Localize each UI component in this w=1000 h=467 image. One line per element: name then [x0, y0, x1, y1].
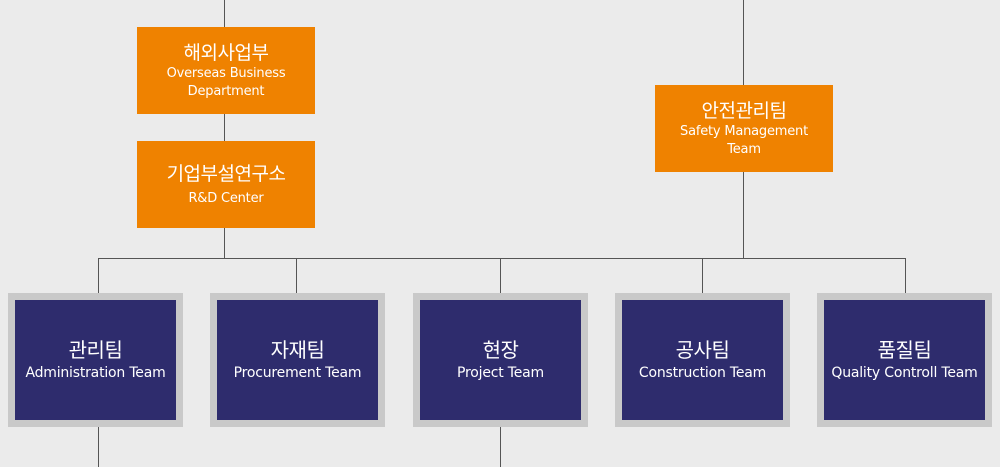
- safety-management-team-english-label-line2: Team: [727, 141, 761, 157]
- administration-team-korean-label: 관리팀: [68, 338, 123, 362]
- team-drop-line-5: [905, 258, 906, 294]
- construction-team-korean-label: 공사팀: [675, 338, 730, 362]
- procurement-team-english-label: Procurement Team: [233, 365, 362, 381]
- safety-management-team-english-label-line1: Safety Management: [680, 123, 808, 139]
- quality-control-team-box: 품질팀 Quality Controll Team: [817, 293, 992, 427]
- procurement-team-korean-label: 자재팀: [270, 338, 325, 362]
- overseas-business-department-english-label-line1: Overseas Business: [166, 65, 286, 81]
- quality-control-team-english-label: Quality Controll Team: [831, 365, 978, 381]
- project-team-english-label: Project Team: [457, 365, 544, 381]
- team-drop-line-2: [296, 258, 297, 294]
- quality-control-team-korean-label: 품질팀: [877, 338, 932, 362]
- project-team-korean-label: 현장: [482, 338, 519, 362]
- project-down-line: [500, 426, 501, 467]
- team-drop-line-1: [98, 258, 99, 294]
- administration-team-english-label: Administration Team: [25, 365, 166, 381]
- construction-team-english-label: Construction Team: [638, 365, 767, 381]
- overseas-business-department-box: 해외사업부 Overseas Business Department: [137, 27, 315, 114]
- rnd-center-english-label: R&D Center: [188, 190, 264, 206]
- safety-management-team-box: 안전관리팀 Safety Management Team: [655, 85, 833, 172]
- administration-down-line: [98, 426, 99, 467]
- overseas-business-department-english-label-line2: Department: [187, 83, 265, 99]
- safety-management-team-korean-label: 안전관리팀: [701, 99, 787, 122]
- procurement-team-box: 자재팀 Procurement Team: [210, 293, 385, 427]
- construction-team-box: 공사팀 Construction Team: [615, 293, 790, 427]
- rnd-center-korean-label: 기업부설연구소: [166, 162, 286, 185]
- team-drop-line-4: [702, 258, 703, 294]
- administration-team-box: 관리팀 Administration Team: [8, 293, 183, 427]
- left-trunk-line: [224, 0, 225, 258]
- rnd-center-box: 기업부설연구소 R&D Center: [137, 141, 315, 228]
- overseas-business-department-korean-label: 해외사업부: [183, 41, 269, 64]
- horizontal-connector-line: [98, 258, 906, 259]
- team-drop-line-3: [500, 258, 501, 294]
- project-team-box: 현장 Project Team: [413, 293, 588, 427]
